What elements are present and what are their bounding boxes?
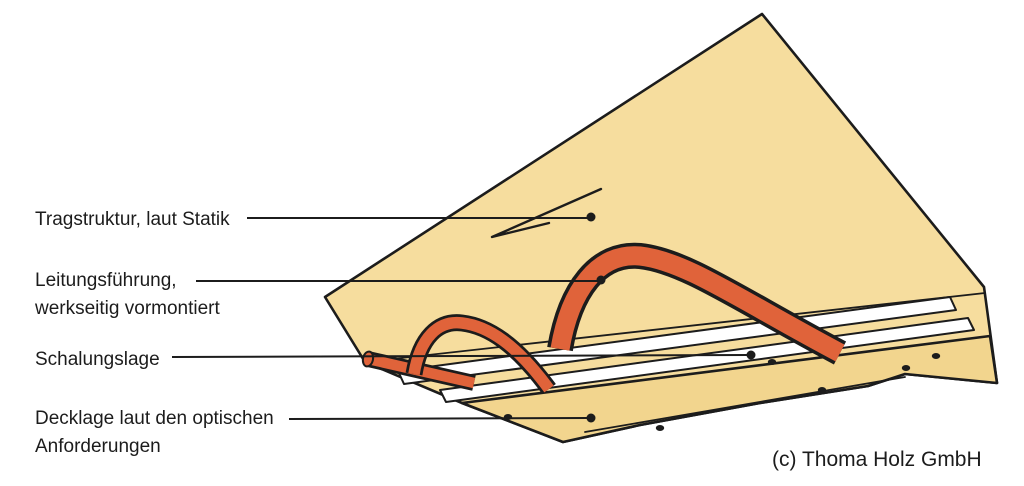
leader-tragstruktur [247,212,596,222]
label-line: werkseitig vormontiert [35,298,220,319]
label-leitungsfuehrung: Leitungsführung, werkseitig vormontiert [35,267,220,323]
label-line: Anforderungen [35,436,161,457]
band-boundary-line [364,292,986,363]
leader-decklage [288,413,596,423]
label-tragstruktur: Tragstruktur, laut Statik [35,206,230,234]
label-line: Tragstruktur, laut Statik [35,209,230,230]
conduit-loop-large [547,242,847,365]
leader-leitungsfuehrung [196,275,606,285]
screw-dot [817,387,827,393]
label-line: Decklage laut den optischen [35,408,274,429]
screw-dot [767,359,777,365]
decklage-joint-line [584,376,906,433]
label-line: Schalungslage [35,349,160,370]
leader-schalungslage [171,350,756,360]
label-schalungslage: Schalungslage [35,346,160,374]
label-line: Leitungsführung, [35,270,177,291]
label-decklage: Decklage laut den optischen Anforderunge… [35,405,274,461]
decklage-board [460,334,999,444]
copyright-text: (c) Thoma Holz GmbH [772,448,982,471]
arrow-sketch [490,187,603,239]
screw-dot [655,425,665,431]
screw-dot [901,365,911,371]
tube-end-cap [361,350,375,368]
screw-dot [931,353,941,359]
